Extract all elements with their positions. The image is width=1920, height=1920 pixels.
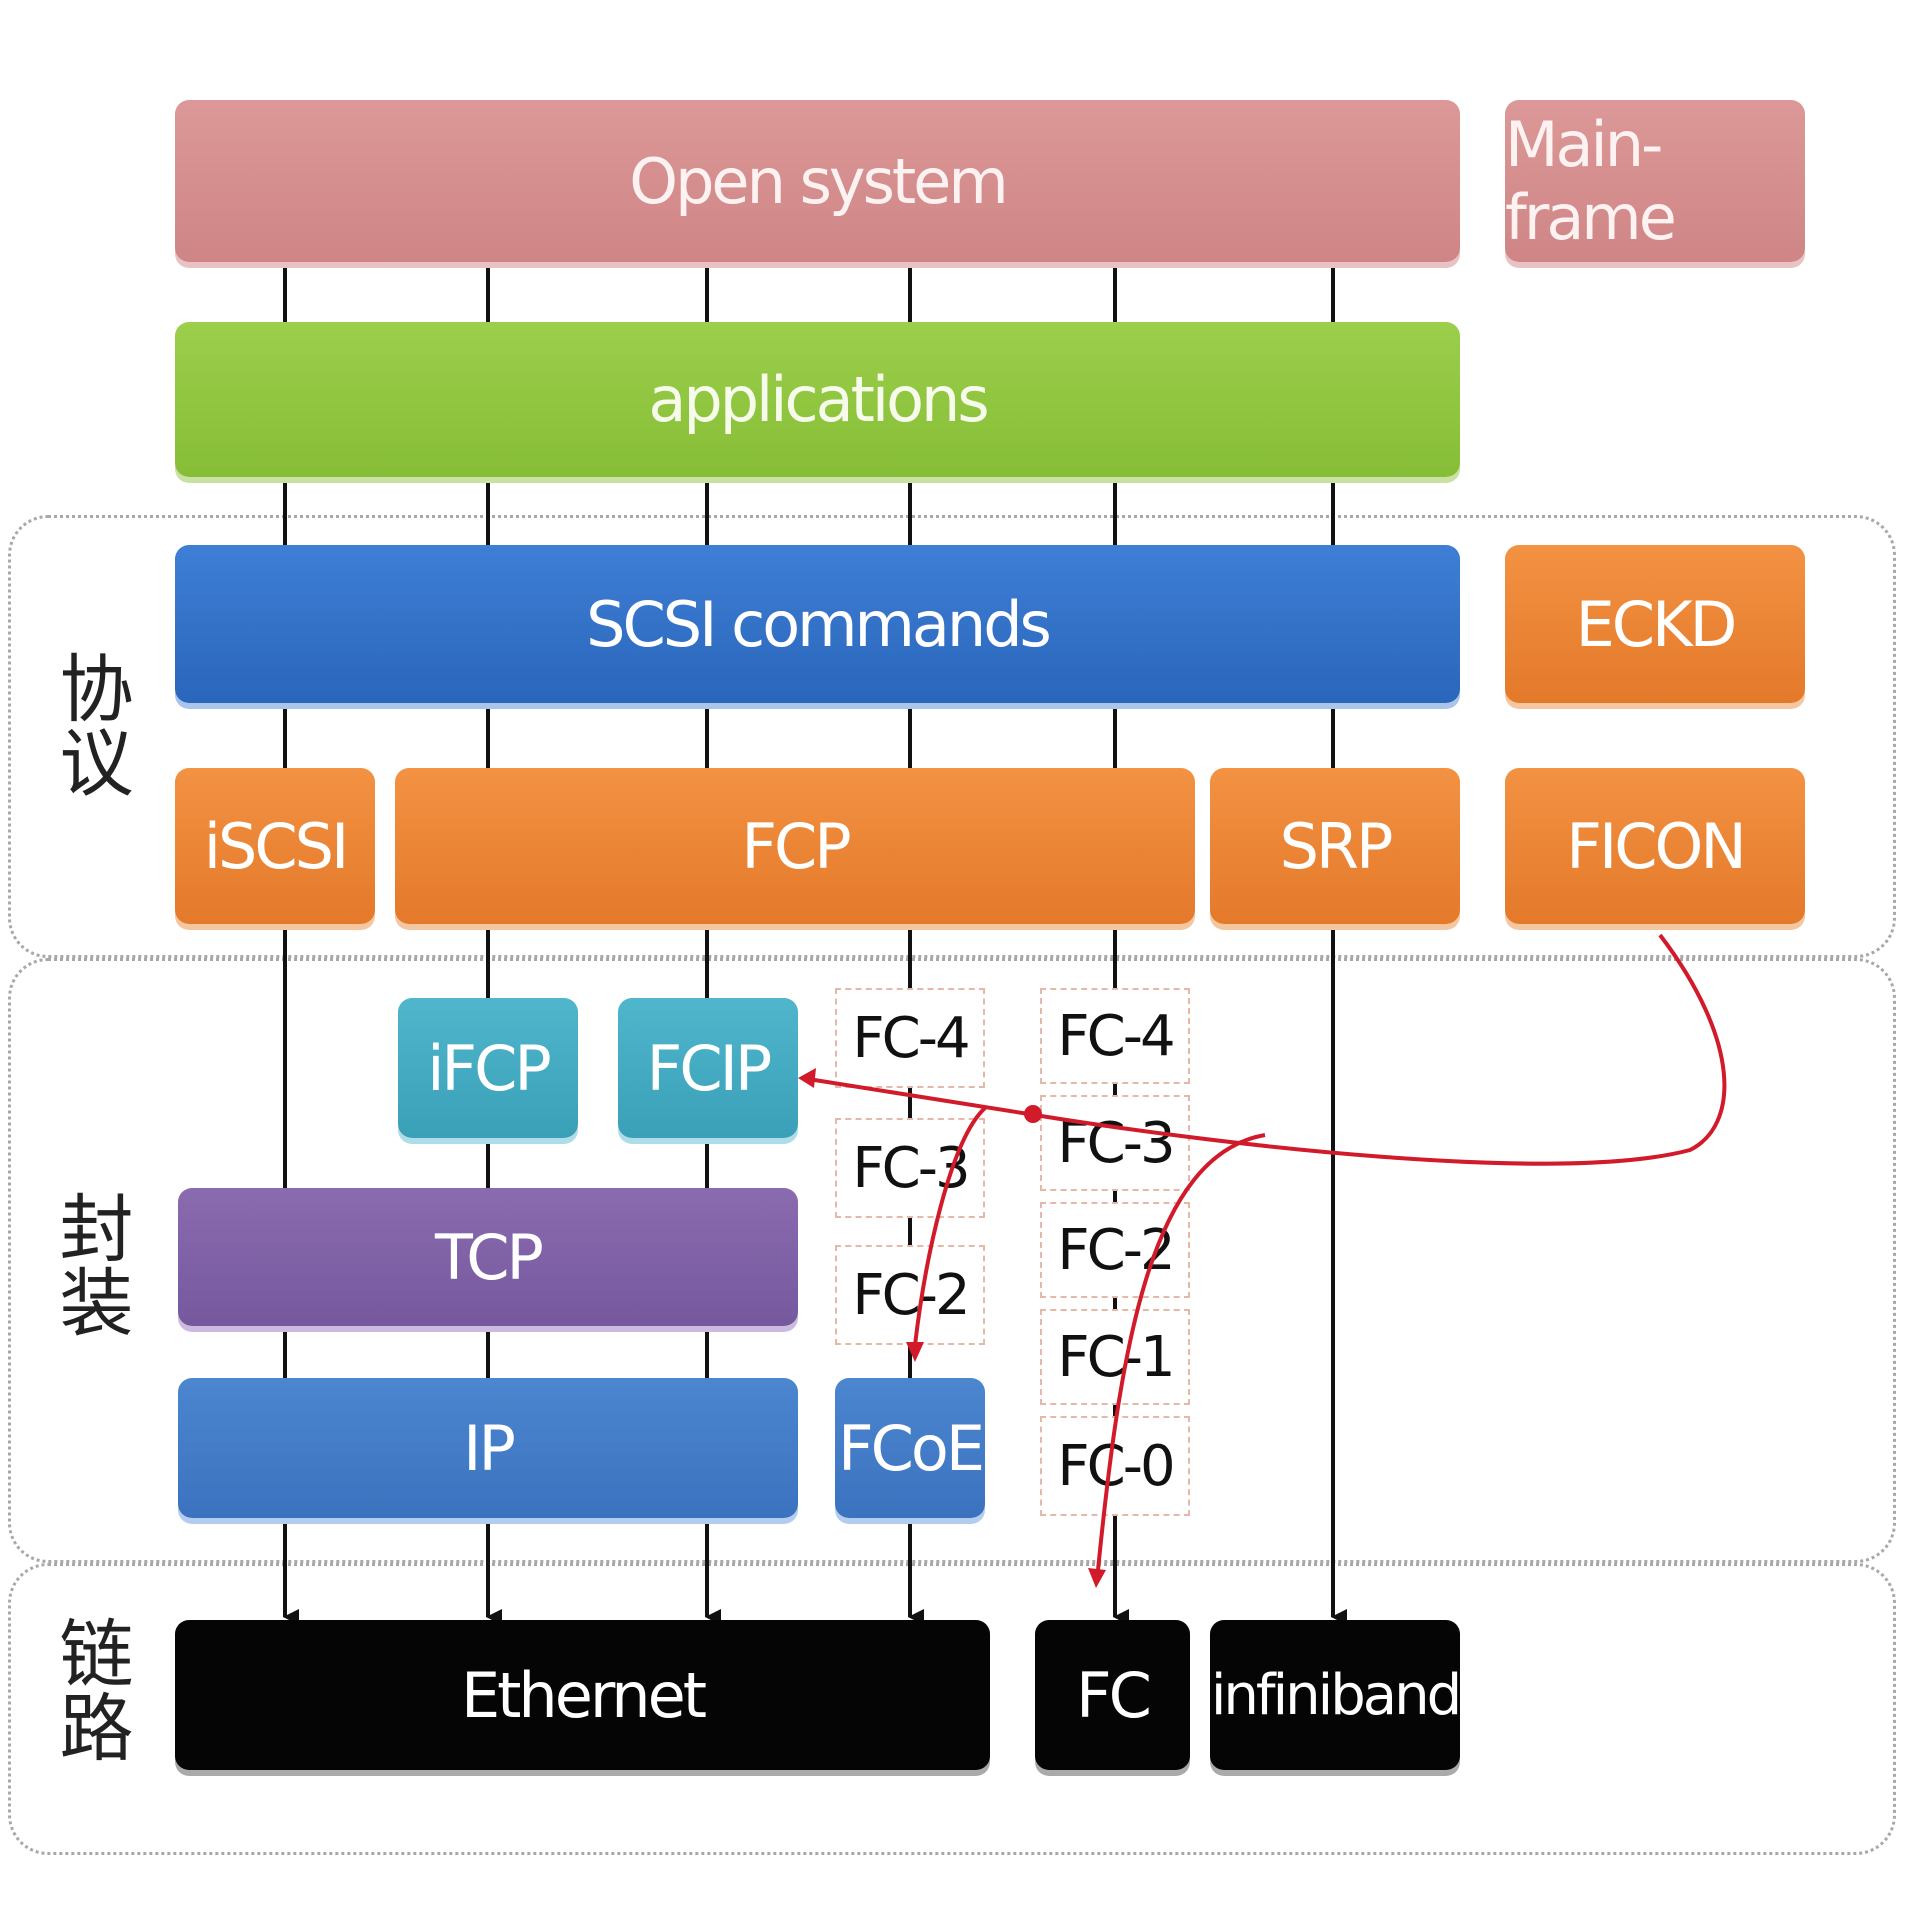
fc-stack-fc4: FC-4	[1040, 988, 1190, 1084]
encapsulation-layer-label: 封装	[47, 1190, 133, 1338]
infiniband-box: infiniband	[1210, 1620, 1462, 1770]
applications-box: applications	[175, 322, 1460, 477]
fcoe-stack-fc4: FC-4	[835, 988, 985, 1088]
link-layer-text: 链路	[47, 1615, 133, 1763]
open-system-box: Open system	[175, 100, 1460, 262]
ficon-box: FICON	[1505, 768, 1805, 924]
encapsulation-layer-text: 封装	[47, 1190, 133, 1338]
fc-stack-fc1: FC-1	[1040, 1309, 1190, 1405]
fcoe-stack-fc3: FC-3	[835, 1118, 985, 1218]
protocol-layer-label: 协议	[47, 650, 133, 798]
fcip-box: FCIP	[618, 998, 798, 1138]
fc-link-box: FC	[1035, 1620, 1190, 1770]
tcp-box: TCP	[178, 1188, 798, 1326]
fc-stack-fc3: FC-3	[1040, 1095, 1190, 1191]
fcp-box: FCP	[395, 768, 1195, 924]
protocol-layer-text: 协议	[47, 650, 133, 798]
ifcp-box: iFCP	[398, 998, 578, 1138]
ethernet-box: Ethernet	[175, 1620, 990, 1770]
eckd-box: ECKD	[1505, 545, 1805, 703]
link-layer-region	[8, 1563, 1896, 1855]
srp-box: SRP	[1210, 768, 1460, 924]
main-frame-box: Main-frame	[1505, 100, 1805, 262]
fcoe-box: FCoE	[835, 1378, 985, 1518]
link-layer-label: 链路	[47, 1615, 133, 1763]
fc-stack-fc2: FC-2	[1040, 1202, 1190, 1298]
iscsi-box: iSCSI	[175, 768, 375, 924]
scsi-commands-box: SCSI commands	[175, 545, 1460, 703]
fcoe-stack-fc2: FC-2	[835, 1245, 985, 1345]
ip-box: IP	[178, 1378, 798, 1518]
fc-stack-fc0: FC-0	[1040, 1416, 1190, 1516]
